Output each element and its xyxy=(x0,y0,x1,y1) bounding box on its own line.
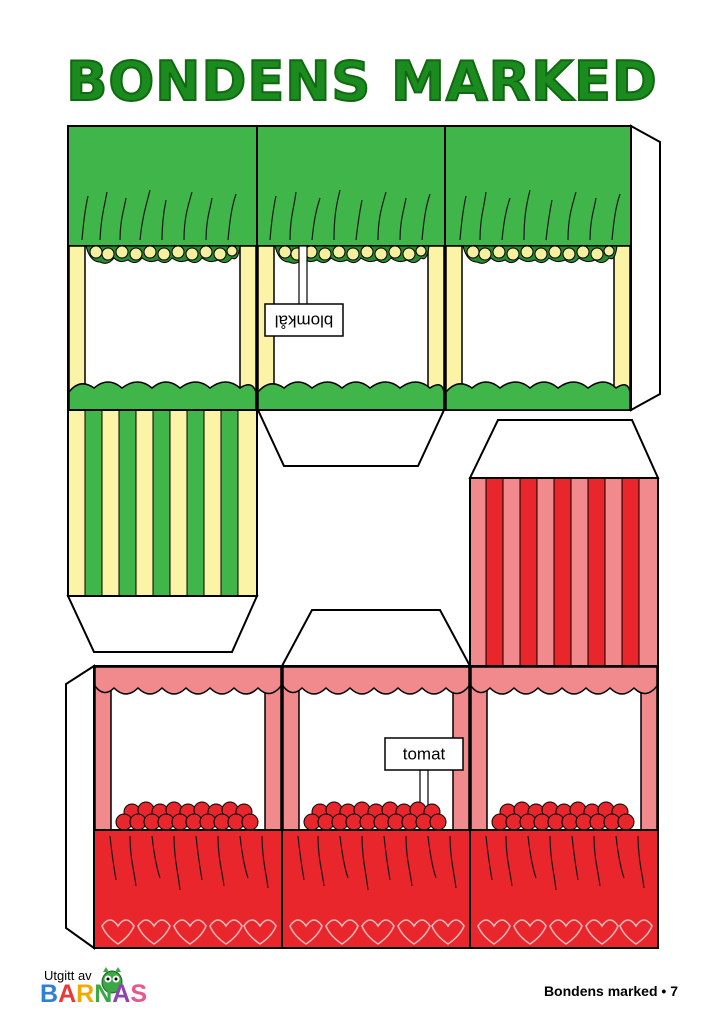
green-stall: blomkål xyxy=(66,124,661,653)
red-side-flap xyxy=(65,664,95,950)
page-footer: Bondens marked • 7 xyxy=(543,983,678,999)
sign-blomkal: blomkål xyxy=(264,245,344,337)
green-side-flap xyxy=(630,124,661,412)
red-awning xyxy=(94,666,658,695)
tomato-piles xyxy=(115,801,635,831)
red-skirt xyxy=(93,829,659,949)
sign-blomkal-text: blomkål xyxy=(275,312,334,331)
heart-pattern xyxy=(101,919,653,945)
publisher-letter: A xyxy=(58,980,77,1008)
publisher-letter: B xyxy=(40,980,59,1008)
red-top-flap-middle xyxy=(280,609,472,667)
green-bottom-flap xyxy=(256,409,446,467)
green-panel-flap xyxy=(66,595,259,653)
green-owl-mascot-icon xyxy=(101,967,123,994)
green-roof xyxy=(67,125,632,247)
green-roof-fringe xyxy=(81,189,621,241)
red-top-flap-right xyxy=(468,419,660,479)
publisher-letter: S xyxy=(130,980,147,1008)
publisher-letter: A xyxy=(112,980,131,1008)
sign-tomat: tomat xyxy=(384,737,464,831)
publisher-letter: R xyxy=(76,980,95,1008)
cauliflower-garland xyxy=(85,245,618,264)
red-stall: tomat xyxy=(65,419,660,950)
publisher-logo: BARNAS xyxy=(40,980,147,1009)
green-striped-panel xyxy=(67,409,258,597)
publisher-letter: N xyxy=(94,980,113,1008)
publisher-prefix: Utgitt av xyxy=(44,968,92,983)
red-striped-panel xyxy=(469,477,659,667)
sign-tomat-text: tomat xyxy=(403,744,446,763)
green-bushes xyxy=(68,381,631,411)
page-title: BONDENS MARKED xyxy=(65,49,658,114)
